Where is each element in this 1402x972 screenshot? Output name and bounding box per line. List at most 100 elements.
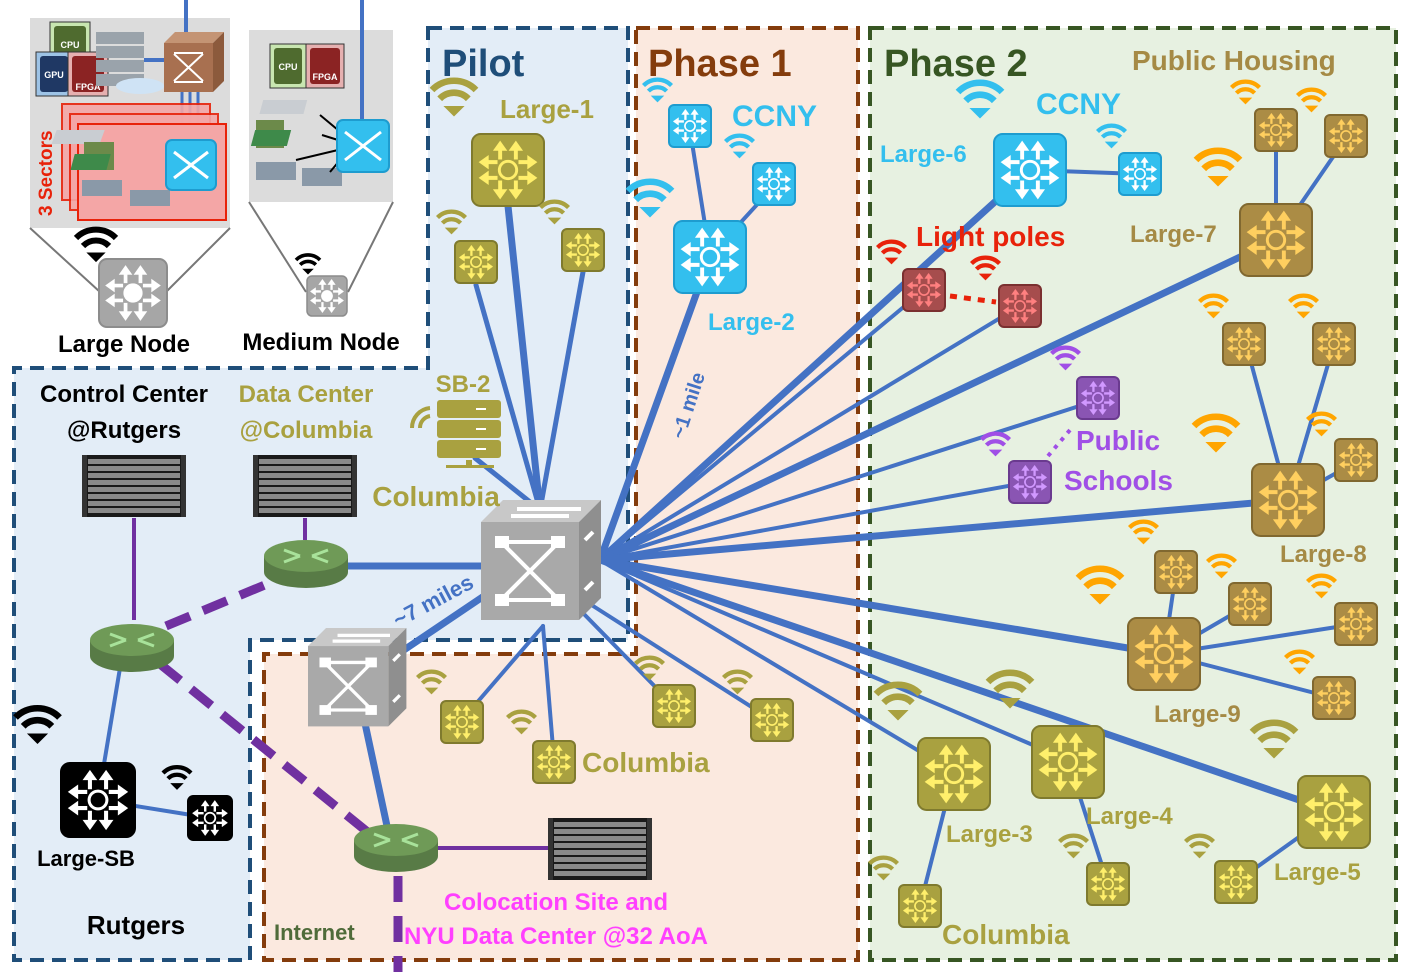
cpu-chip-icon: CPU	[269, 43, 307, 89]
large3-node	[876, 685, 991, 811]
data-center-label: Data Center	[239, 381, 374, 408]
large3-label: Large-3	[946, 821, 1033, 848]
pilot-medium-node-2	[541, 202, 605, 272]
light-pole-node-1	[878, 242, 946, 312]
data-center-location: @Columbia	[240, 417, 373, 444]
large7-label: Large-7	[1130, 221, 1217, 248]
sector-switch-icon	[165, 139, 217, 191]
large-sb-label: Large-SB	[37, 846, 135, 871]
phase2-columbia-node-3	[1186, 836, 1258, 904]
phase2-columbia-node-2	[1060, 836, 1130, 906]
housing-medium-node-7	[1208, 556, 1272, 626]
purple-links	[132, 518, 548, 972]
columbia-phase2-label: Columbia	[942, 919, 1070, 950]
fpga-chip-icon: FPGA	[305, 43, 345, 89]
large2-node	[628, 182, 747, 294]
sectors-label: 3 Sectors	[36, 130, 57, 216]
phase2-columbia-node-1	[870, 858, 942, 928]
svg-text:FPGA: FPGA	[75, 82, 101, 92]
data-center-rack-icon	[253, 455, 357, 517]
large-node-legend: CPU GPU FPGA	[29, 0, 231, 358]
housing-medium-node-1	[1232, 82, 1298, 152]
large7-node	[1196, 151, 1313, 277]
rutgers-title: Rutgers	[87, 910, 185, 940]
columbia-phase1-label: Columbia	[582, 747, 710, 778]
phase1-columbia-node-3	[636, 658, 696, 728]
public-housing-label: Public Housing	[1132, 45, 1336, 76]
medium-switch-icon	[336, 119, 390, 173]
light-poles-label: Light poles	[916, 221, 1065, 252]
control-center-label: Control Center	[40, 381, 208, 408]
phase2-ccny-label: CCNY	[1036, 88, 1121, 121]
large5-node	[1252, 723, 1371, 849]
central-switch-icon	[479, 498, 603, 622]
svg-text:GPU: GPU	[44, 70, 64, 80]
public-school-node-2	[982, 434, 1052, 504]
sb2-label: SB-2	[436, 371, 491, 398]
pilot-title: Pilot	[442, 43, 525, 85]
large8-label: Large-8	[1280, 541, 1367, 568]
medium-node-legend: CPU FPGA Medium Node	[242, 0, 400, 356]
server-stack-icon	[96, 32, 164, 94]
radio-devices	[250, 100, 342, 186]
public-schools-label: Public	[1076, 425, 1160, 456]
phase1-columbia-node-2	[508, 712, 576, 784]
control-center-location: @Rutgers	[67, 417, 181, 444]
large-node-icon	[98, 258, 168, 328]
sb2-server-icon	[409, 400, 501, 468]
large-sb-node	[16, 708, 136, 838]
phase1-ccny-medium-node-1	[644, 80, 712, 148]
colocation-switch-icon	[306, 626, 409, 729]
housing-medium-node-3	[1200, 296, 1266, 366]
columbia-pilot-label: Columbia	[372, 481, 500, 512]
phase1-columbia-node-1	[418, 672, 484, 744]
phase2-title: Phase 2	[884, 43, 1028, 85]
svg-text:FPGA: FPGA	[312, 72, 338, 82]
housing-medium-node-6	[1130, 522, 1198, 594]
phase1-title: Phase 1	[648, 43, 792, 85]
large1-label: Large-1	[500, 94, 594, 124]
housing-medium-node-9	[1286, 652, 1356, 720]
large4-node	[988, 673, 1105, 799]
housing-medium-node-2	[1298, 90, 1368, 158]
large8-node	[1194, 417, 1325, 537]
large6-label: Large-6	[880, 141, 967, 168]
pilot-medium-node-1	[438, 212, 498, 284]
data-center-router-icon	[262, 538, 350, 590]
colocation-label: Colocation Site and	[444, 889, 668, 916]
control-center-rack-icon	[82, 455, 186, 517]
svg-text:CPU: CPU	[278, 62, 297, 72]
gpu-chip-icon: GPU	[35, 51, 73, 97]
housing-medium-node-4	[1290, 296, 1356, 366]
wifi-icon	[76, 230, 116, 260]
large6-node	[958, 83, 1067, 207]
svg-text:CPU: CPU	[60, 40, 79, 50]
phase1-ccny-label: CCNY	[732, 100, 817, 133]
medium-node-icon	[306, 275, 348, 317]
colocation-rack-icon	[548, 818, 652, 880]
sector-radio-devices	[51, 130, 170, 206]
wifi-icon	[294, 253, 322, 276]
colocation-router-icon	[352, 822, 440, 874]
control-center-router-icon	[88, 622, 176, 674]
sb-medium-node	[163, 767, 233, 841]
housing-medium-node-8	[1308, 576, 1378, 646]
large5-label: Large-5	[1274, 859, 1361, 886]
large2-label: Large-2	[708, 309, 795, 336]
phase2-ccny-medium-node	[1098, 126, 1162, 196]
large9-node	[1078, 569, 1201, 691]
large9-label: Large-9	[1154, 701, 1241, 728]
light-pole-node-2	[972, 258, 1042, 328]
public-school-node-1	[1052, 348, 1120, 420]
medium-node-label: Medium Node	[242, 329, 399, 356]
large1-node	[432, 81, 545, 207]
phase1-ccny-medium-node-2	[726, 136, 796, 206]
phase1-columbia-node-4	[724, 672, 794, 742]
housing-medium-node-5	[1308, 414, 1378, 482]
public-schools-label-2: Schools	[1064, 465, 1173, 496]
aggregation-switch-icon	[164, 32, 224, 92]
large-node-label: Large Node	[58, 331, 190, 358]
colocation-label-2: NYU Data Center @32 AoA	[404, 923, 708, 950]
internet-label: Internet	[274, 920, 355, 945]
